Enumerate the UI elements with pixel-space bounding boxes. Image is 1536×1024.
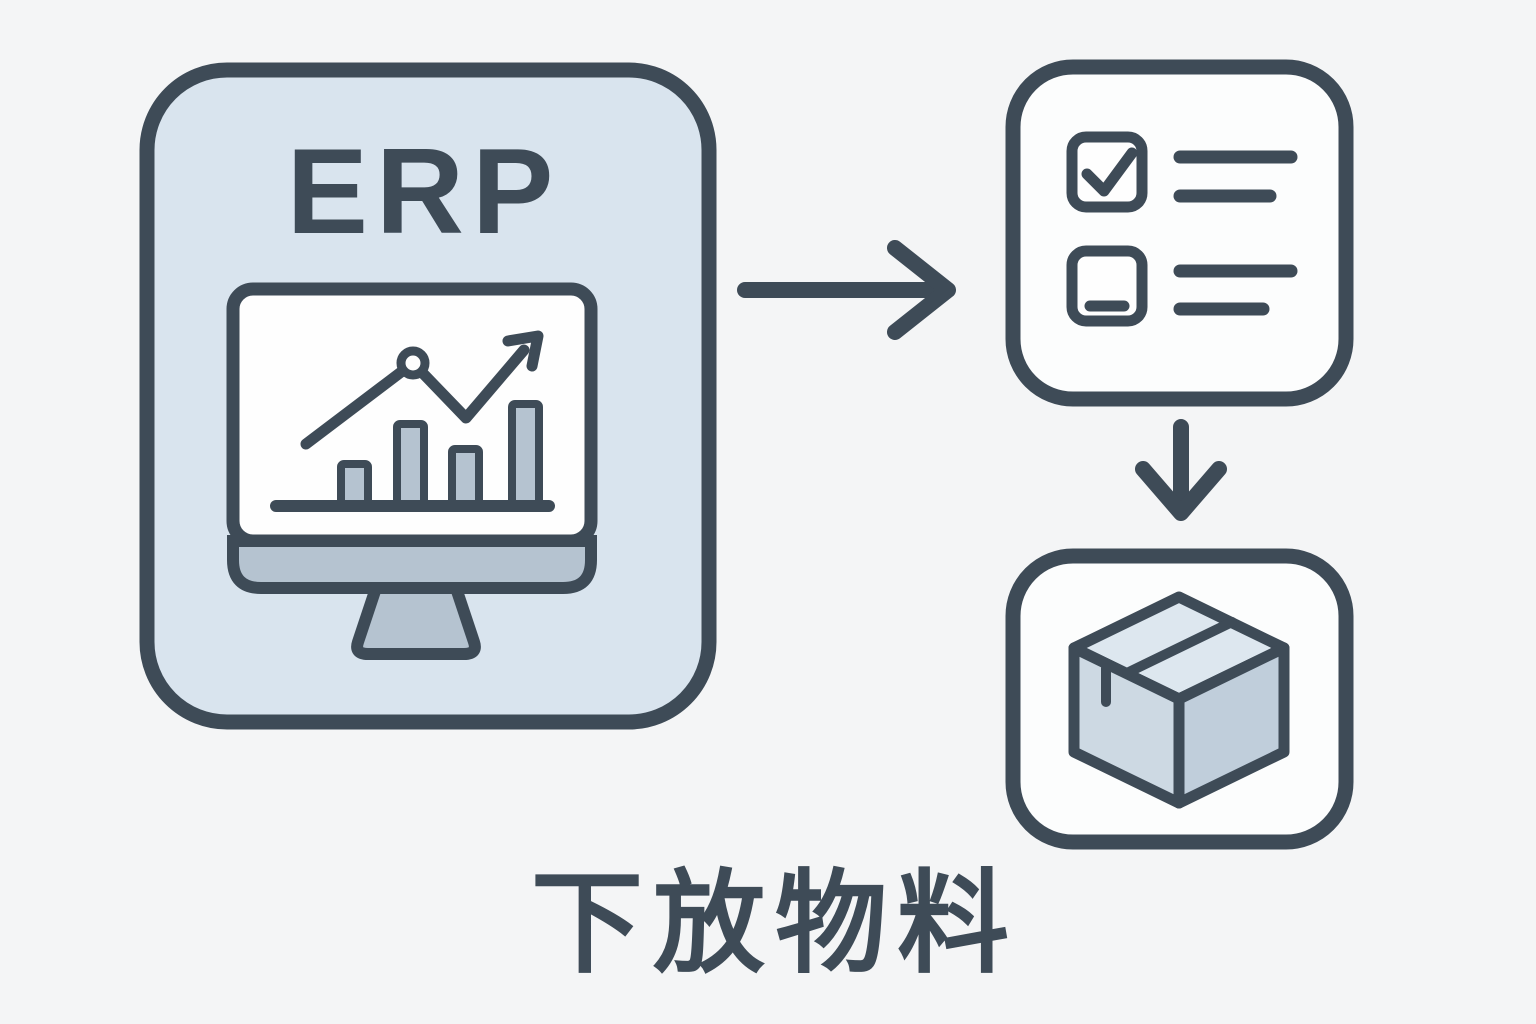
trend-arrowhead (502, 330, 544, 372)
monitor-chart-icon (226, 282, 598, 660)
erp-label: ERP (287, 123, 562, 259)
monitor-stand (351, 582, 481, 660)
trend-line (300, 344, 530, 450)
arrow-down-icon (1135, 419, 1227, 521)
box-right-face (1173, 642, 1290, 809)
trend-point-dot (396, 346, 430, 380)
chart-bar (337, 460, 372, 510)
checklist-icon (1066, 131, 1298, 327)
checklist-panel-shape (1005, 59, 1354, 407)
package-node (1005, 548, 1354, 850)
chart-bar (393, 420, 428, 510)
arrow-right-head (887, 240, 956, 340)
checklist-node (1005, 59, 1354, 407)
trend-line-icon (300, 330, 544, 450)
checkmark-icon (1081, 147, 1138, 197)
chart-bar (508, 400, 543, 510)
box-lid-seam (1122, 617, 1237, 678)
arrow-right-icon (737, 240, 956, 340)
diagram-title: 下放物料 (531, 861, 1019, 986)
bar-chart-bars (337, 400, 543, 510)
monitor-bezel (227, 535, 597, 594)
chart-bar (448, 445, 483, 510)
erp-node: ERP (139, 62, 717, 730)
package-box-icon (1068, 591, 1290, 809)
arrow-down-head (1135, 461, 1227, 521)
